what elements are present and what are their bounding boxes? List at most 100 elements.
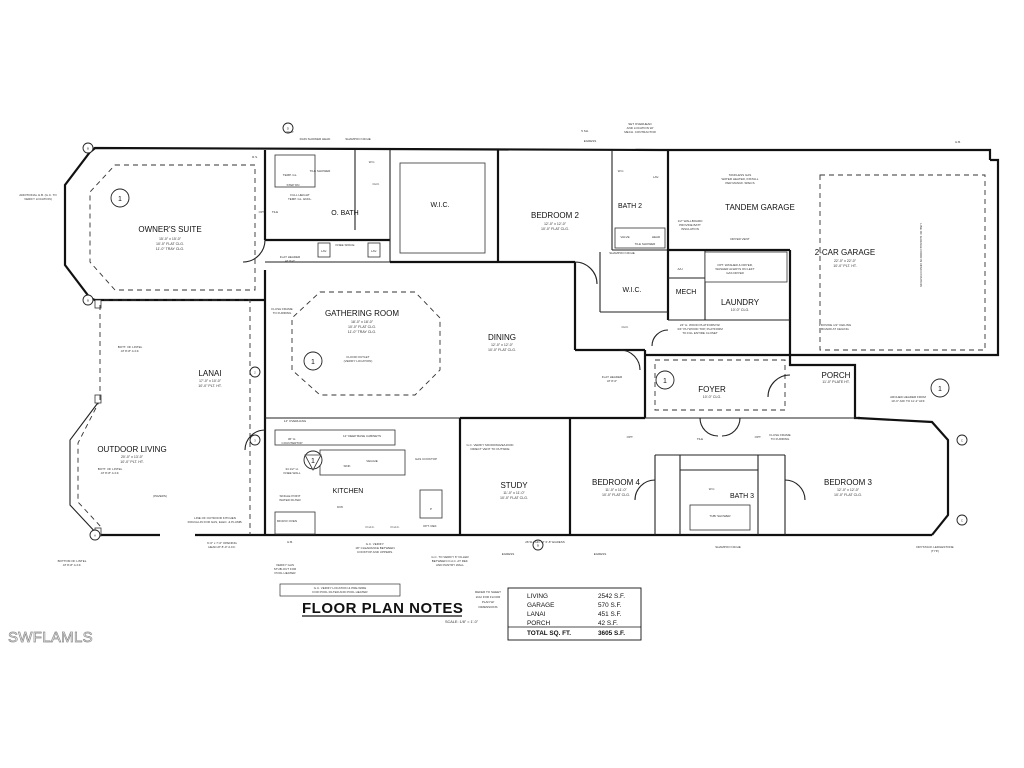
note-shampoo-niche-bath2: SHAMPOO NICHE (609, 251, 635, 255)
sqft-row-label: LIVING (527, 593, 548, 600)
sqft-row-label: LANAI (527, 611, 546, 618)
foyer-clg: 10'-0" CLG. (703, 395, 722, 399)
bedroom2-dim: 12'-0" x 12'-0" (544, 222, 567, 226)
room-mech: MECH (676, 289, 697, 296)
note-furring1-2: TO FURRING (273, 311, 292, 315)
note-tankless-1: TANKLESS GAS (729, 173, 752, 177)
note-egress-study: EGRESS (502, 552, 515, 556)
note-knee-wall-1: 34 1/2" H. (285, 467, 298, 471)
note-drystack-1: DRYSTACK LEDGESTONE (916, 545, 953, 549)
abbr-ref: OPT. REF. (423, 524, 437, 528)
note-shampoo-niche-owner: SHAMPOO NICHE (345, 137, 371, 141)
note-full-height-2: TEMP. GL. ENCL. (288, 197, 312, 201)
room-owners-suite: OWNER'S SUITE (138, 225, 201, 234)
room-laundry: LAUNDRY (721, 298, 760, 307)
abbr-ah: A/H (677, 267, 682, 271)
porch-ht: 11'-0" PLATE HT. (822, 380, 850, 384)
grid-2: 2 (254, 371, 256, 375)
sqft-row-label: PORCH (527, 620, 550, 627)
note-arched-header-1: ARCHED HEADER FROM (890, 395, 926, 399)
note-wallboard-2: PROVIDE BATT (679, 223, 701, 227)
note-egress-top: EGRESS (584, 139, 597, 143)
sqft-table-frame (507, 587, 642, 641)
note-flat-header2-2: AT 8'-0" (607, 379, 617, 383)
note-flat-header2-1: FLAT HEADER (602, 375, 623, 379)
note-filler-2: BETWEEN O.H.C. AT REF. (432, 559, 469, 563)
note-filler-3: AND PANTRY WALL (436, 563, 464, 567)
sqft-total-label: TOTAL SQ. FT. (527, 630, 571, 637)
bedroom4-dim: 11'-0" x 11'-0" (605, 488, 627, 492)
study-dim: 11'-0" x 11'-0" (503, 491, 525, 495)
note-platform-1: 24" H. WOOD PLATFORM W/ (680, 323, 720, 327)
note-additional-hb-2: VERIFY LOCATION) (24, 197, 52, 201)
room-gathering: GATHERING ROOM (325, 309, 399, 318)
refer-note-2: 2/A2 FOR FLOOR (476, 595, 501, 599)
sqft-row-value: 42 S.F. (598, 620, 618, 627)
note-knee-space: KNEE SPACE (336, 243, 355, 247)
bedroom2-clg: 10'-0" FLAT CLG. (541, 227, 569, 231)
two-car-garage-ht: 10'-0" PLT. HT. (833, 264, 857, 268)
note-water-filter-2: WATER FILTER (279, 498, 301, 502)
study-clg: 10'-0" FLAT CLG. (500, 496, 528, 500)
abbr-ohc-1: O.H.C. (365, 525, 374, 529)
note-tankless-3: PER MANUF. SPECS (725, 181, 754, 185)
lanai-dim: 17'-0" x 10'-0" (199, 379, 222, 383)
tag-5: 1 (938, 386, 942, 393)
note-microhood-2: DIRECT VENT TO OUTSIDE (471, 447, 510, 451)
abbr-temp: TEMP. GL. (283, 173, 298, 177)
bedroom4-clg: 10'-0" FLAT CLG. (602, 493, 630, 497)
refer-note-3: PLAN W/ (482, 600, 495, 604)
room-study: STUDY (500, 481, 528, 490)
abbr-rain: RAIN SHOWER HEAD (300, 137, 332, 141)
abbr-sink: SINK (343, 464, 350, 468)
note-opening-1: 6'-0" x 7'-0" OPENING (207, 541, 237, 545)
sqft-row-value: 570 S.F. (598, 602, 622, 609)
note-mech-location-2: AND LOCATION W/ (627, 126, 654, 130)
note-water-filter-1: SINGLE POINT (279, 494, 300, 498)
note-pavers: (PAVERS) (153, 494, 167, 498)
note-ceiling-board-1: PROVIDE 1/2" CEILING (819, 323, 852, 327)
room-outdoor-living: OUTDOOR LIVING (97, 445, 166, 454)
abbr-tile-bed4: TILE (697, 437, 703, 441)
abbr-head: HEAD (652, 235, 661, 239)
grid-3: 3 (254, 439, 256, 443)
grid-c-right: C (961, 439, 964, 443)
note-egress-bed4: EGRESS (594, 552, 607, 556)
laundry-clg: 10'-0" CLG. (731, 308, 750, 312)
abbr-lav-1: LAV. (321, 249, 327, 253)
note-platform-2: 3/4" PLYWOOD TOP, PLATFORM (677, 327, 723, 331)
note-hb-lanai: H.B. (287, 540, 293, 544)
note-countertop-2: COUNTERTOP (282, 441, 303, 445)
note-shampoo-niche-bath3: SHAMPOO NICHE (715, 545, 741, 549)
abbr-wc-owner: W.C. (369, 160, 376, 164)
sqft-row-label: GARAGE (527, 602, 554, 609)
owners-suite-clg1: 10'-0" FLAT CLG. (156, 242, 184, 246)
abbr-pantry: P (430, 507, 432, 511)
note-hb-garage: H.B. (955, 140, 961, 144)
abbr-clo-owner: CLO. (372, 182, 379, 186)
gathering-dim: 18'-0" x 18'-0" (351, 320, 374, 324)
note-furring2-2: TO FURRING (771, 437, 790, 441)
sqft-total-value: 3605 S.F. (598, 630, 625, 637)
door-swings (242, 239, 806, 501)
sqft-row-value: 2542 S.F. (598, 593, 625, 600)
note-gas-verify-3: POOL HEATER (274, 571, 296, 575)
refer-note-4: DIMENSIONS (478, 605, 497, 609)
room-bath3: BATH 3 (730, 493, 754, 500)
grid-b-top: B (87, 147, 89, 151)
abbr-dw: D/W (337, 505, 343, 509)
note-wallboard-1: 1/2" WALLBOARD (678, 219, 704, 223)
lanai-ht: 10'-0" PLT. HT. (198, 384, 222, 388)
room-bedroom4: BEDROOM 4 (592, 478, 641, 487)
room-tag-circles (110, 188, 950, 471)
note-lintel1-1: BOTT. OF LINTEL (118, 345, 143, 349)
note-tile-shower-owner: TILE SHOWER (310, 169, 332, 173)
note-overhang: 14" OVERHANG (284, 419, 307, 423)
room-wic-owner: W.I.C. (430, 202, 449, 209)
note-platform-3: TO FILL ENTIRE CLOSET (682, 331, 718, 335)
note-mech-location-3: MECH. CONTRACTOR (624, 130, 656, 134)
note-tankless-2: WATER HEATER, INSTALL (722, 177, 759, 181)
tag-4: 1 (311, 458, 315, 465)
room-bedroom2: BEDROOM 2 (531, 211, 580, 220)
